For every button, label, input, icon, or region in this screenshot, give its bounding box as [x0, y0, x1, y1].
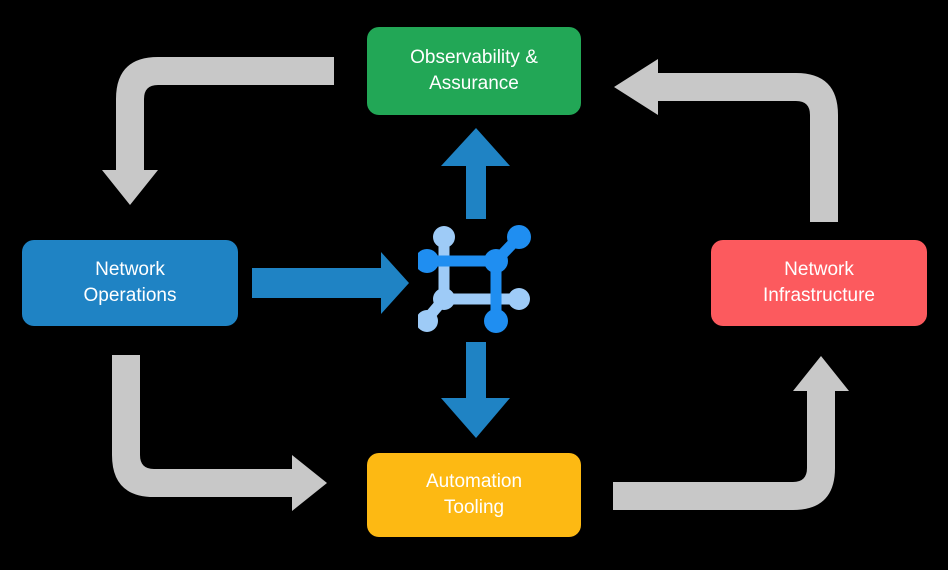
- node-label-observability: Observability & Assurance: [410, 47, 538, 94]
- node-box-network-infrastructure[interactable]: Network Infrastructure: [711, 240, 927, 326]
- node-label-network-operations: Network Operations: [83, 259, 177, 306]
- node-label-network-infrastructure: Network Infrastructure: [763, 259, 875, 306]
- icon-node-left-dark: [418, 249, 439, 273]
- icon-node-top-light: [433, 226, 455, 248]
- node-box-network-operations[interactable]: Network Operations: [22, 240, 238, 326]
- node-label-automation-tooling: Automation Tooling: [425, 471, 523, 518]
- node-box-observability[interactable]: Observability & Assurance: [367, 27, 581, 115]
- icon-node-topright-dark: [507, 225, 531, 249]
- icon-node-right-light: [508, 288, 530, 310]
- connector-center-to-observability: [441, 128, 510, 219]
- connector-ops-to-automation: [112, 355, 327, 511]
- icon-node-bottomleft-light: [418, 310, 438, 332]
- node-box-automation-tooling[interactable]: Automation Tooling: [367, 453, 581, 537]
- connector-automation-to-infrastructure: [613, 356, 849, 510]
- icon-node-center-dark: [484, 249, 508, 273]
- icon-node-bottom-dark: [484, 309, 508, 333]
- connector-observability-to-ops: [102, 57, 334, 205]
- network-topology-icon: [418, 225, 531, 333]
- connector-center-to-automation: [441, 342, 510, 438]
- connector-ops-to-center: [252, 252, 409, 314]
- connector-infrastructure-to-observability: [614, 59, 838, 222]
- icon-node-mid-light: [433, 288, 455, 310]
